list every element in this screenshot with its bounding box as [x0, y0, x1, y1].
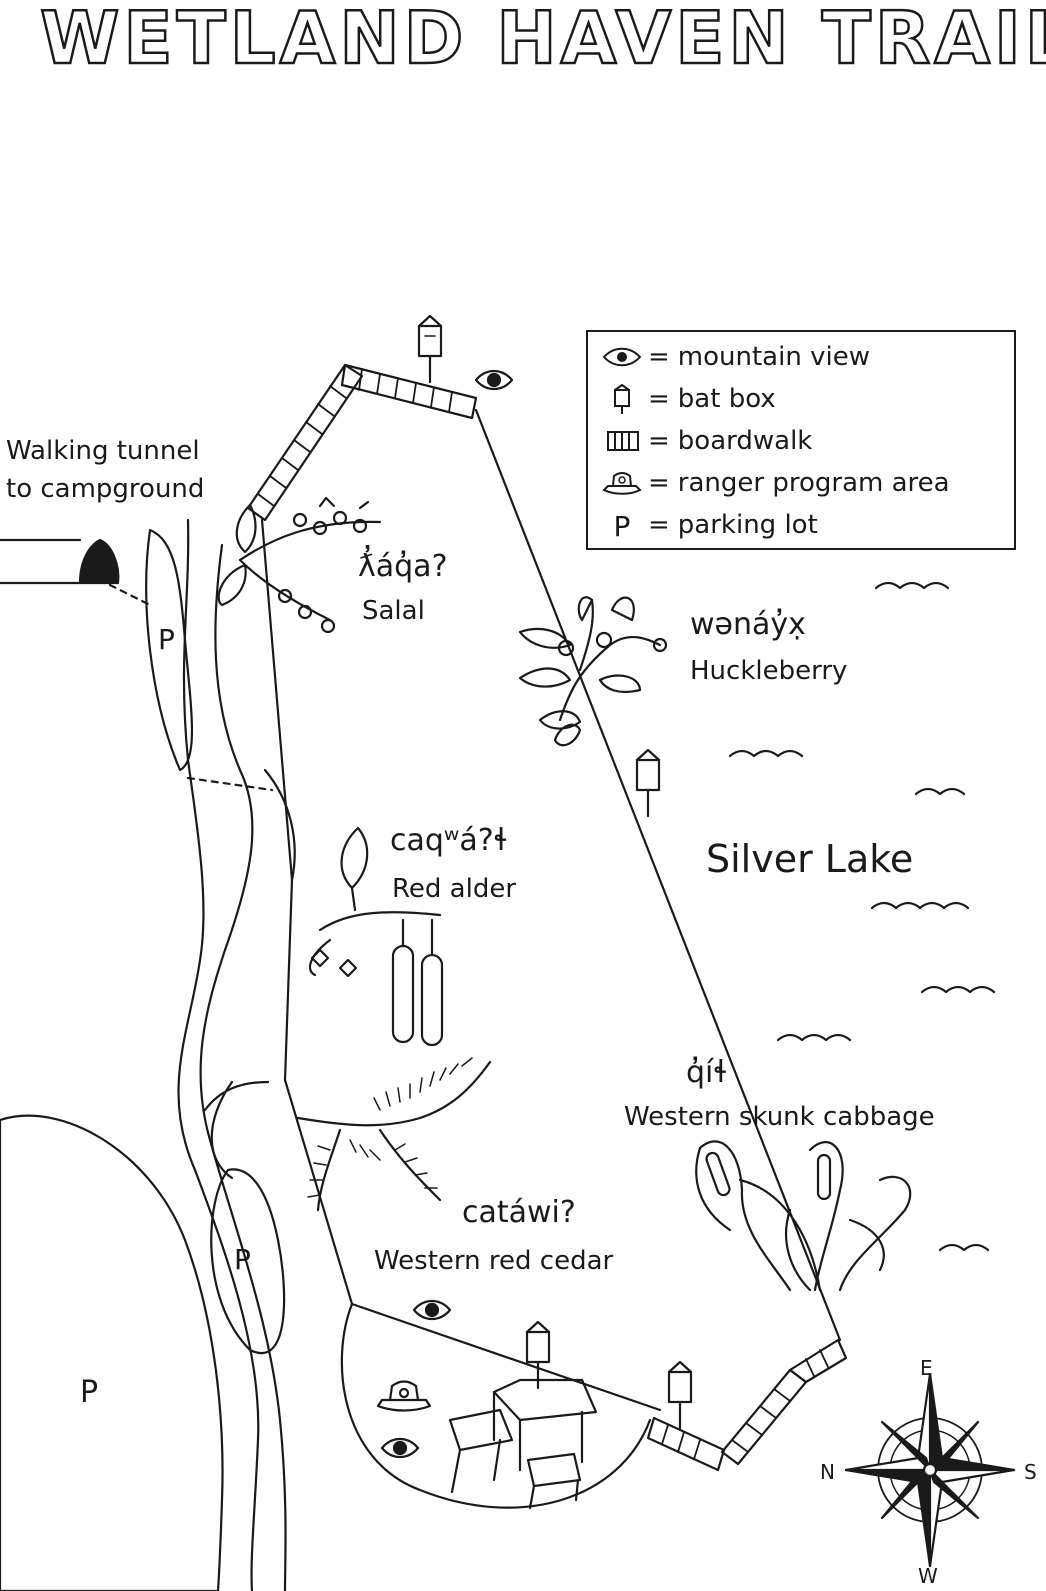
legend-row-boardwalk: = boardwalk: [602, 426, 812, 456]
western-red-cedar-common-name: Western red cedar: [374, 1246, 614, 1276]
compass-rose: [844, 1372, 1016, 1568]
eye-icon: [380, 1437, 420, 1459]
eye-icon: [474, 369, 514, 391]
road-lines: [177, 518, 296, 1591]
legend-label-boardwalk: boardwalk: [677, 426, 813, 456]
salal-native-name: ƛ̓áq̓a?: [358, 549, 448, 584]
walking-tunnel: [0, 538, 152, 607]
tunnel-label-line2: to campground: [6, 474, 205, 504]
western-red-cedar-native-name: catáwi?: [462, 1195, 576, 1230]
compass-label-west: W: [918, 1564, 938, 1588]
tunnel-label-line1: Walking tunnel: [6, 436, 200, 466]
legend-equals: =: [648, 510, 670, 540]
legend-label-mountain-view: mountain view: [677, 342, 870, 372]
parking-symbol: P: [234, 1243, 251, 1276]
mountain-view-markers: [380, 369, 514, 1459]
dashed-connector: [186, 776, 274, 792]
legend-equals: =: [648, 426, 670, 456]
legend-row-ranger-program: = ranger program area: [602, 468, 950, 498]
red-alder-illustration: [308, 826, 444, 1047]
legend-label-bat-box: bat box: [677, 384, 776, 414]
legend-row-parking: P = parking lot: [602, 510, 818, 543]
red-alder-native-name: caqʷá?ɬ: [390, 823, 509, 858]
bat-box-icon: [667, 1360, 693, 1430]
huckleberry-native-name: wənáy̓x̣: [690, 607, 806, 642]
western-red-cedar-illustration: [296, 1057, 492, 1212]
legend-equals: =: [648, 384, 670, 414]
compass-label-south: S: [1024, 1460, 1037, 1484]
salal-common-name: Salal: [362, 596, 425, 626]
ranger-shelter: [448, 1378, 598, 1510]
parking-symbol: P: [80, 1375, 99, 1410]
bat-box-icon: [614, 384, 630, 414]
skunk-cabbage-common-name: Western skunk cabbage: [624, 1102, 935, 1132]
eye-icon: [602, 347, 642, 367]
compass-label-east: E: [920, 1356, 933, 1380]
legend-row-mountain-view: = mountain view: [602, 342, 870, 372]
red-alder-common-name: Red alder: [392, 874, 517, 904]
compass-label-north: N: [820, 1460, 835, 1484]
map-title: WETLAND HAVEN TRAIL: [39, 0, 1046, 80]
legend-label-parking: parking lot: [677, 510, 818, 540]
bat-box-icon: [417, 314, 443, 384]
eye-icon: [412, 1299, 452, 1321]
bat-box-markers: [417, 314, 693, 1430]
skunk-cabbage-native-name: q̓íɬ: [686, 1055, 728, 1090]
legend-label-ranger-program: ranger program area: [677, 468, 950, 498]
boardwalk-segments: [246, 363, 848, 1472]
huckleberry-common-name: Huckleberry: [690, 656, 848, 686]
parking-symbol: P: [158, 623, 175, 656]
map-legend: = mountain view = bat box = boardwalk: [586, 330, 1016, 550]
skunk-cabbage-illustration: [695, 1140, 912, 1292]
bat-box-icon: [525, 1320, 551, 1390]
trail-loop: [260, 408, 842, 1509]
lake-label: Silver Lake: [706, 837, 914, 881]
lake-ripples: [728, 581, 996, 1252]
legend-equals: =: [648, 468, 670, 498]
legend-row-bat-box: = bat box: [602, 384, 776, 414]
huckleberry-illustration: [518, 596, 668, 747]
bat-box-icon: [635, 748, 661, 818]
boardwalk-icon: [607, 431, 639, 451]
ranger-hat-icon: [376, 1380, 432, 1412]
salal-illustration: [217, 496, 382, 634]
ranger-hat-icon: [602, 472, 642, 495]
parking-icon: P: [613, 510, 631, 543]
legend-equals: =: [648, 342, 670, 372]
parking-lot-outlines: [0, 528, 286, 1591]
